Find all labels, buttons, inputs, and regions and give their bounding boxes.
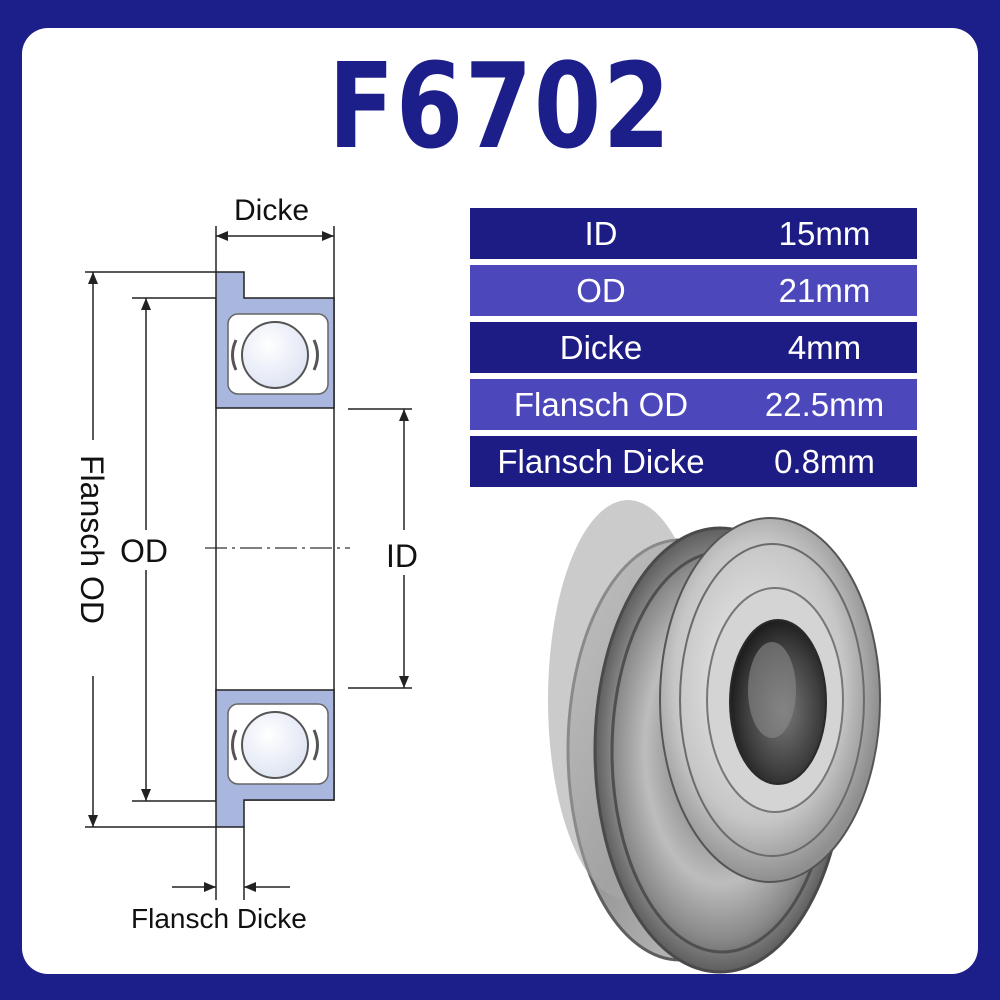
spec-value: 4mm xyxy=(787,328,862,366)
spec-row-id: ID 15mm xyxy=(470,208,917,259)
flansch-od-label: Flansch OD xyxy=(74,455,110,624)
bearing-bottom-section xyxy=(215,689,335,828)
flansch-dicke-dimension xyxy=(172,827,290,900)
spec-value: 15mm xyxy=(778,214,871,252)
spec-row-od: OD 21mm xyxy=(470,265,917,316)
spec-row-flansch-od: Flansch OD 22.5mm xyxy=(470,379,917,430)
bearing-product-image xyxy=(548,500,881,974)
spec-label: Flansch Dicke xyxy=(497,442,705,480)
spec-value: 21mm xyxy=(778,271,871,309)
id-label: ID xyxy=(386,538,418,574)
spec-row-dicke: Dicke 4mm xyxy=(470,322,917,373)
od-dimension xyxy=(132,297,216,802)
spec-label: ID xyxy=(584,214,618,252)
spec-value: 0.8mm xyxy=(774,442,875,480)
dicke-dimension xyxy=(215,226,335,300)
spec-row-flansch-dicke: Flansch Dicke 0.8mm xyxy=(470,436,917,487)
dicke-label: Dicke xyxy=(234,194,310,227)
spec-value: 22.5mm xyxy=(764,385,885,423)
spec-label: Flansch OD xyxy=(513,385,689,423)
flansch-dicke-label: Flansch Dicke xyxy=(131,903,307,934)
product-title: F6702 xyxy=(328,37,672,175)
id-dimension xyxy=(348,408,412,689)
od-label: OD xyxy=(120,533,168,569)
bearing-top-section xyxy=(215,271,335,409)
spec-label: Dicke xyxy=(559,328,643,366)
flansch-od-dimension xyxy=(85,271,216,828)
spec-label: OD xyxy=(576,271,626,309)
